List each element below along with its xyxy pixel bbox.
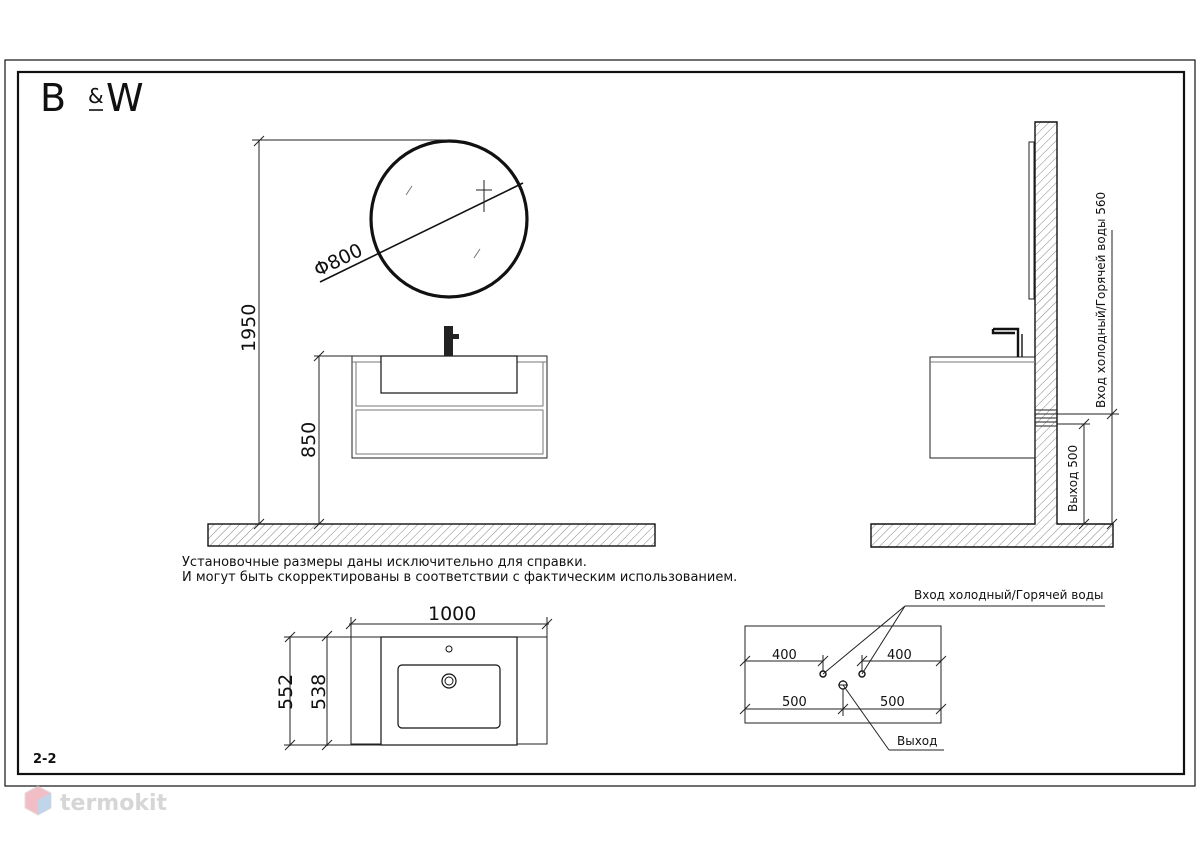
side-inlet-label: Вход холодный/Горячей воды 560 xyxy=(1094,192,1108,408)
dimension-height-1950: 1950 xyxy=(238,304,260,352)
watermark: termokit xyxy=(24,785,167,816)
plan-inlet-label: Вход холодный/Горячей воды xyxy=(914,588,1103,602)
top-tap-hole xyxy=(445,645,453,653)
plan-inlet-right: 400 xyxy=(887,648,912,663)
outer-frame xyxy=(4,59,1196,787)
note-line-2: И могут быть скорректированы в соответст… xyxy=(182,570,737,585)
side-vanity xyxy=(929,356,1036,459)
washbasin xyxy=(380,355,518,394)
brand-logo: B & W xyxy=(40,76,144,120)
plan-inlet-left: 400 xyxy=(772,648,797,663)
watermark-text: termokit xyxy=(60,791,167,816)
dimension-depth-552: 552 xyxy=(275,674,297,710)
dimension-width-1000: 1000 xyxy=(428,603,476,625)
plan-outlet-left: 500 xyxy=(782,695,807,710)
round-mirror xyxy=(369,139,529,299)
logo-letter-w: W xyxy=(106,76,144,120)
top-drain xyxy=(441,673,457,689)
front-floor xyxy=(207,523,656,547)
side-mirror xyxy=(1028,141,1035,300)
dimension-depth-538: 538 xyxy=(308,674,330,710)
note-line-1: Установочные размеры даны исключительно … xyxy=(182,555,587,570)
top-view: 1000 552 538 xyxy=(275,603,553,751)
side-view: Вход холодный/Горячей воды 560 Выход 500 xyxy=(870,121,1119,548)
plan-outlet-label: Выход xyxy=(897,734,937,748)
side-outlet-label: Выход 500 xyxy=(1066,445,1080,512)
inner-frame xyxy=(16,70,1186,776)
mirror-diameter-label: Φ800 xyxy=(311,239,367,281)
plan-wall-outline xyxy=(744,625,942,724)
top-basin xyxy=(380,636,518,746)
side-faucet xyxy=(991,327,1020,357)
front-view: Φ800 1950 850 xyxy=(207,135,656,547)
sheet-id: 2-2 xyxy=(33,752,57,767)
side-wall xyxy=(870,121,1114,548)
logo-letter-b: B xyxy=(40,76,67,120)
faucet xyxy=(444,326,453,356)
plan-view: 400 400 Вход холодный/Горячей воды 500 5… xyxy=(739,588,1105,751)
logo-ampersand: & xyxy=(88,84,104,108)
dimension-height-850: 850 xyxy=(298,422,320,458)
plan-outlet-right: 500 xyxy=(880,695,905,710)
